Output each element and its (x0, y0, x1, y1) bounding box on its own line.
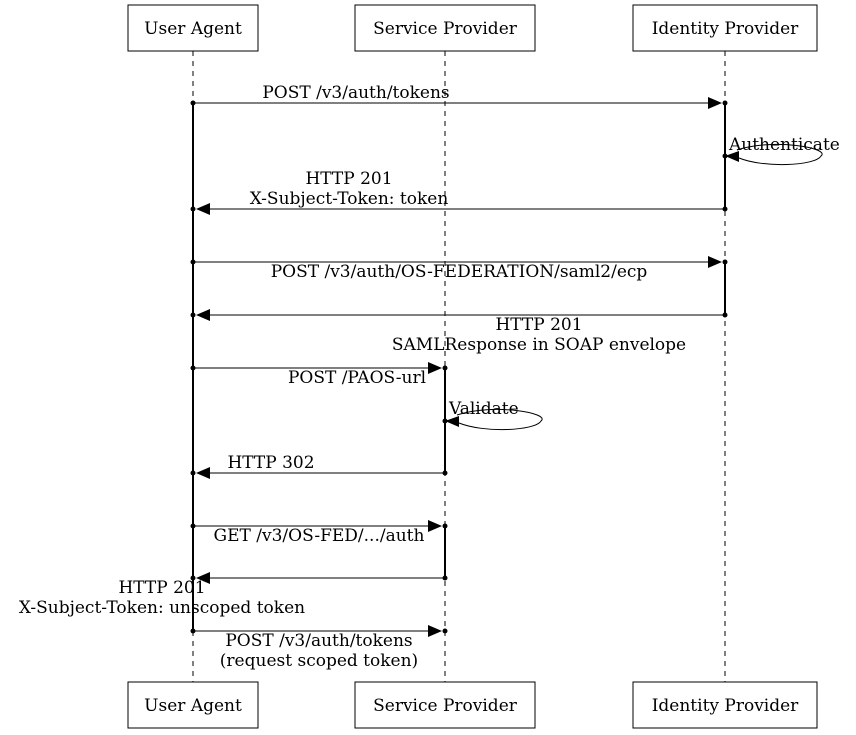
self-loop-line (736, 143, 823, 165)
message-9: GET /v3/OS-FED/.../auth (190, 520, 448, 546)
message-label: POST /v3/auth/tokens (262, 83, 449, 103)
actors-top: User Agent Service Provider Identity Provi… (127, 4, 818, 52)
message-label: POST /v3/auth/tokens (225, 631, 412, 651)
message-dot-start (722, 206, 728, 212)
message-4: POST /v3/auth/OS-FEDERATION/saml2/ecp (190, 256, 728, 282)
arrowhead (725, 151, 739, 162)
message-dot-start (722, 312, 728, 318)
message-label: Validate (448, 399, 519, 419)
message-label: POST /v3/auth/OS-FEDERATION/saml2/ecp (271, 262, 648, 282)
actor-label: Service Provider (373, 696, 518, 716)
arrowhead (428, 625, 442, 637)
message-dot-end (722, 259, 728, 265)
message-label: Authenticate (728, 135, 840, 155)
actor-idp-bottom: Identity Provider (632, 681, 818, 729)
message-label: (request scoped token) (220, 651, 418, 671)
message-dot-start (442, 575, 448, 581)
message-label: HTTP 302 (227, 453, 314, 473)
message-label: SAMLResponse in SOAP envelope (392, 335, 686, 355)
arrowhead (196, 309, 210, 321)
message-dot-start (190, 523, 196, 529)
message-11: POST /v3/auth/tokens(request scoped toke… (190, 625, 448, 671)
message-label: HTTP 201 (305, 169, 392, 189)
message-dot-end (442, 628, 448, 634)
self-loop-line (456, 408, 543, 430)
message-7: Validate (442, 399, 543, 430)
actor-box (632, 4, 818, 52)
actor-box (632, 681, 818, 729)
arrowhead (196, 203, 210, 215)
actor-box (127, 681, 259, 729)
arrowhead (428, 520, 442, 532)
actor-box (127, 4, 259, 52)
message-dot-start (190, 628, 196, 634)
arrowhead (445, 416, 459, 427)
arrowhead (428, 362, 442, 374)
message-dot-end (190, 206, 196, 212)
message-dot (442, 418, 448, 424)
actor-label: User Agent (144, 696, 242, 716)
arrowhead (708, 256, 722, 268)
lifelines (192, 51, 726, 682)
actor-idp-top: Identity Provider (632, 4, 818, 52)
message-1: POST /v3/auth/tokens (190, 83, 728, 109)
message-dot-end (442, 523, 448, 529)
message-dot-end (190, 312, 196, 318)
message-label: HTTP 201 (118, 578, 205, 598)
actor-label: User Agent (144, 19, 242, 39)
message-dot-start (190, 259, 196, 265)
message-label: X-Subject-Token: unscoped token (19, 598, 305, 618)
message-6: POST /PAOS-url (190, 362, 448, 388)
actor-box (354, 681, 536, 729)
arrowhead (196, 572, 210, 584)
arrowhead (196, 467, 210, 479)
message-dot-end (190, 575, 196, 581)
actor-box (354, 4, 536, 52)
message-label: HTTP 201 (495, 315, 582, 335)
message-dot-end (442, 365, 448, 371)
message-dot-end (722, 100, 728, 106)
arrowhead (708, 97, 722, 109)
message-label: X-Subject-Token: token (250, 189, 449, 209)
actor-ua-bottom: User Agent (127, 681, 259, 729)
message-dot-start (442, 470, 448, 476)
message-label: POST /PAOS-url (288, 368, 426, 388)
message-dot-start (190, 100, 196, 106)
actor-ua-top: User Agent (127, 4, 259, 52)
actor-label: Identity Provider (652, 19, 799, 39)
message-8: HTTP 302 (190, 453, 448, 479)
actor-sp-bottom: Service Provider (354, 681, 536, 729)
actors-bottom: User Agent Service Provider Identity Provi… (127, 681, 818, 729)
message-dot-end (190, 470, 196, 476)
actor-sp-top: Service Provider (354, 4, 536, 52)
actor-label: Identity Provider (652, 696, 799, 716)
actor-label: Service Provider (373, 19, 518, 39)
activation-bars (192, 103, 726, 631)
message-dot-start (190, 365, 196, 371)
message-dot (722, 153, 728, 159)
message-label: GET /v3/OS-FED/.../auth (214, 526, 425, 546)
message-2: Authenticate (722, 135, 840, 165)
